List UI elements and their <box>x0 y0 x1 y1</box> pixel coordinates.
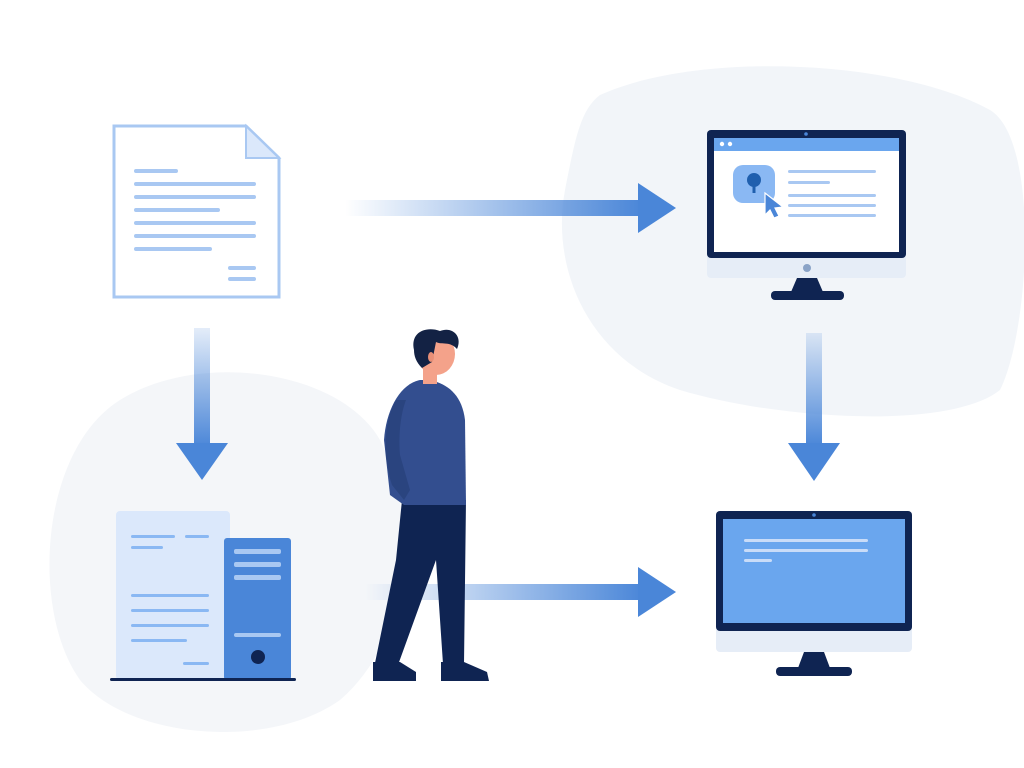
server-with-document-icon <box>110 511 296 681</box>
person-icon <box>373 329 489 681</box>
monitor-with-cursor-icon <box>707 130 906 300</box>
arrow-document-to-server <box>176 328 228 480</box>
monitor-icon <box>716 511 912 676</box>
document-icon <box>112 123 282 299</box>
arrow-server-to-result-monitor <box>365 567 676 617</box>
arrow-document-to-web-monitor <box>345 183 676 233</box>
arrow-web-monitor-to-result-monitor <box>788 333 840 481</box>
